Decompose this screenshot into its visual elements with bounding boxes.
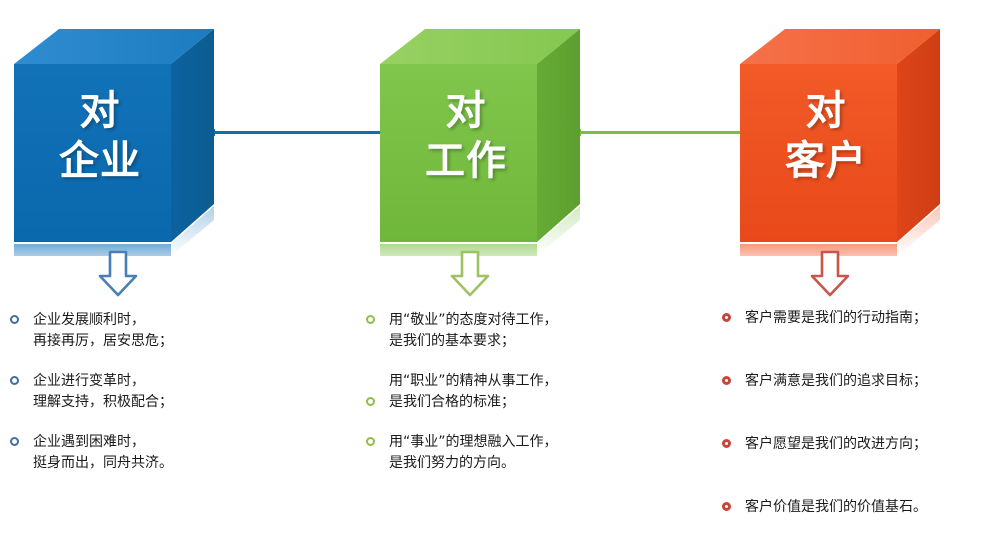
down-arrow-green-icon: [450, 250, 490, 297]
list-item-text: 用“敬业”的态度对待工作， 是我们的基本要求；: [389, 312, 558, 349]
bullet-circle-icon: [722, 313, 731, 322]
bullet-circle-icon: [722, 376, 731, 385]
list-item[interactable]: 客户价值是我们的价值基石。: [722, 497, 988, 518]
list-item-text: 企业进行变革时， 理解支持，积极配合；: [33, 373, 173, 410]
cube-green: 对 工作: [380, 24, 580, 256]
list-item[interactable]: 客户愿望是我们的改进方向；: [722, 434, 988, 455]
bullet-circle-icon: [10, 437, 19, 446]
list-item-text: 客户价值是我们的价值基石。: [745, 499, 927, 515]
bullet-circle-icon: [722, 502, 731, 511]
list-item[interactable]: 用“职业”的精神从事工作， 是我们合格的标准；: [366, 371, 676, 413]
down-arrow-red: [808, 250, 852, 302]
list-item[interactable]: 客户满意是我们的追求目标；: [722, 371, 988, 392]
bullet-circle-icon: [366, 315, 375, 324]
list-item-text: 用“职业”的精神从事工作， 是我们合格的标准；: [389, 373, 558, 410]
list-item-text: 企业遇到困难时， 挺身而出，同舟共济。: [33, 434, 173, 471]
down-arrow-red-icon: [810, 250, 850, 297]
connector-enterprise-to-work: [212, 129, 392, 136]
list-item[interactable]: 客户需要是我们的行动指南；: [722, 308, 988, 329]
list-item-text: 客户需要是我们的行动指南；: [745, 310, 927, 326]
connector-work-to-customer: [578, 129, 748, 136]
bullet-circle-icon: [10, 376, 19, 385]
bullet-circle-icon: [10, 315, 19, 324]
bullet-list-customer: 客户需要是我们的行动指南； 客户满意是我们的追求目标； 客户愿望是我们的改进方向…: [722, 308, 988, 560]
down-arrow-blue-icon: [98, 250, 138, 297]
list-item-text: 客户愿望是我们的改进方向；: [745, 436, 927, 452]
cube-green-shape: [380, 29, 580, 256]
bullet-circle-icon: [366, 397, 375, 406]
node-enterprise[interactable]: 对 企业: [14, 24, 214, 256]
down-arrow-blue: [96, 250, 140, 302]
list-item[interactable]: 企业进行变革时， 理解支持，积极配合；: [10, 371, 310, 413]
bullet-list-work: 用“敬业”的态度对待工作， 是我们的基本要求； 用“职业”的精神从事工作， 是我…: [366, 310, 676, 493]
bullet-circle-icon: [722, 439, 731, 448]
diagram-canvas: 对 企业: [10, 24, 940, 515]
cube-blue: 对 企业: [14, 24, 214, 256]
node-customer[interactable]: 对 客户: [740, 24, 940, 256]
bullet-circle-icon: [366, 437, 375, 446]
list-item[interactable]: 用“敬业”的态度对待工作， 是我们的基本要求；: [366, 310, 676, 352]
list-item[interactable]: 企业发展顺利时， 再接再厉，居安思危；: [10, 310, 310, 352]
node-work[interactable]: 对 工作: [380, 24, 580, 256]
list-item-text: 用“事业”的理想融入工作， 是我们努力的方向。: [389, 434, 558, 471]
cube-red-shape: [740, 29, 940, 256]
down-arrow-green: [448, 250, 492, 302]
list-item[interactable]: 用“事业”的理想融入工作， 是我们努力的方向。: [366, 432, 676, 474]
list-item-text: 客户满意是我们的追求目标；: [745, 373, 927, 389]
cube-red: 对 客户: [740, 24, 940, 256]
list-item[interactable]: 企业遇到困难时， 挺身而出，同舟共济。: [10, 432, 310, 474]
list-item-text: 企业发展顺利时， 再接再厉，居安思危；: [33, 312, 173, 349]
cube-blue-shape: [14, 29, 214, 256]
bullet-list-enterprise: 企业发展顺利时， 再接再厉，居安思危； 企业进行变革时， 理解支持，积极配合； …: [10, 310, 310, 493]
